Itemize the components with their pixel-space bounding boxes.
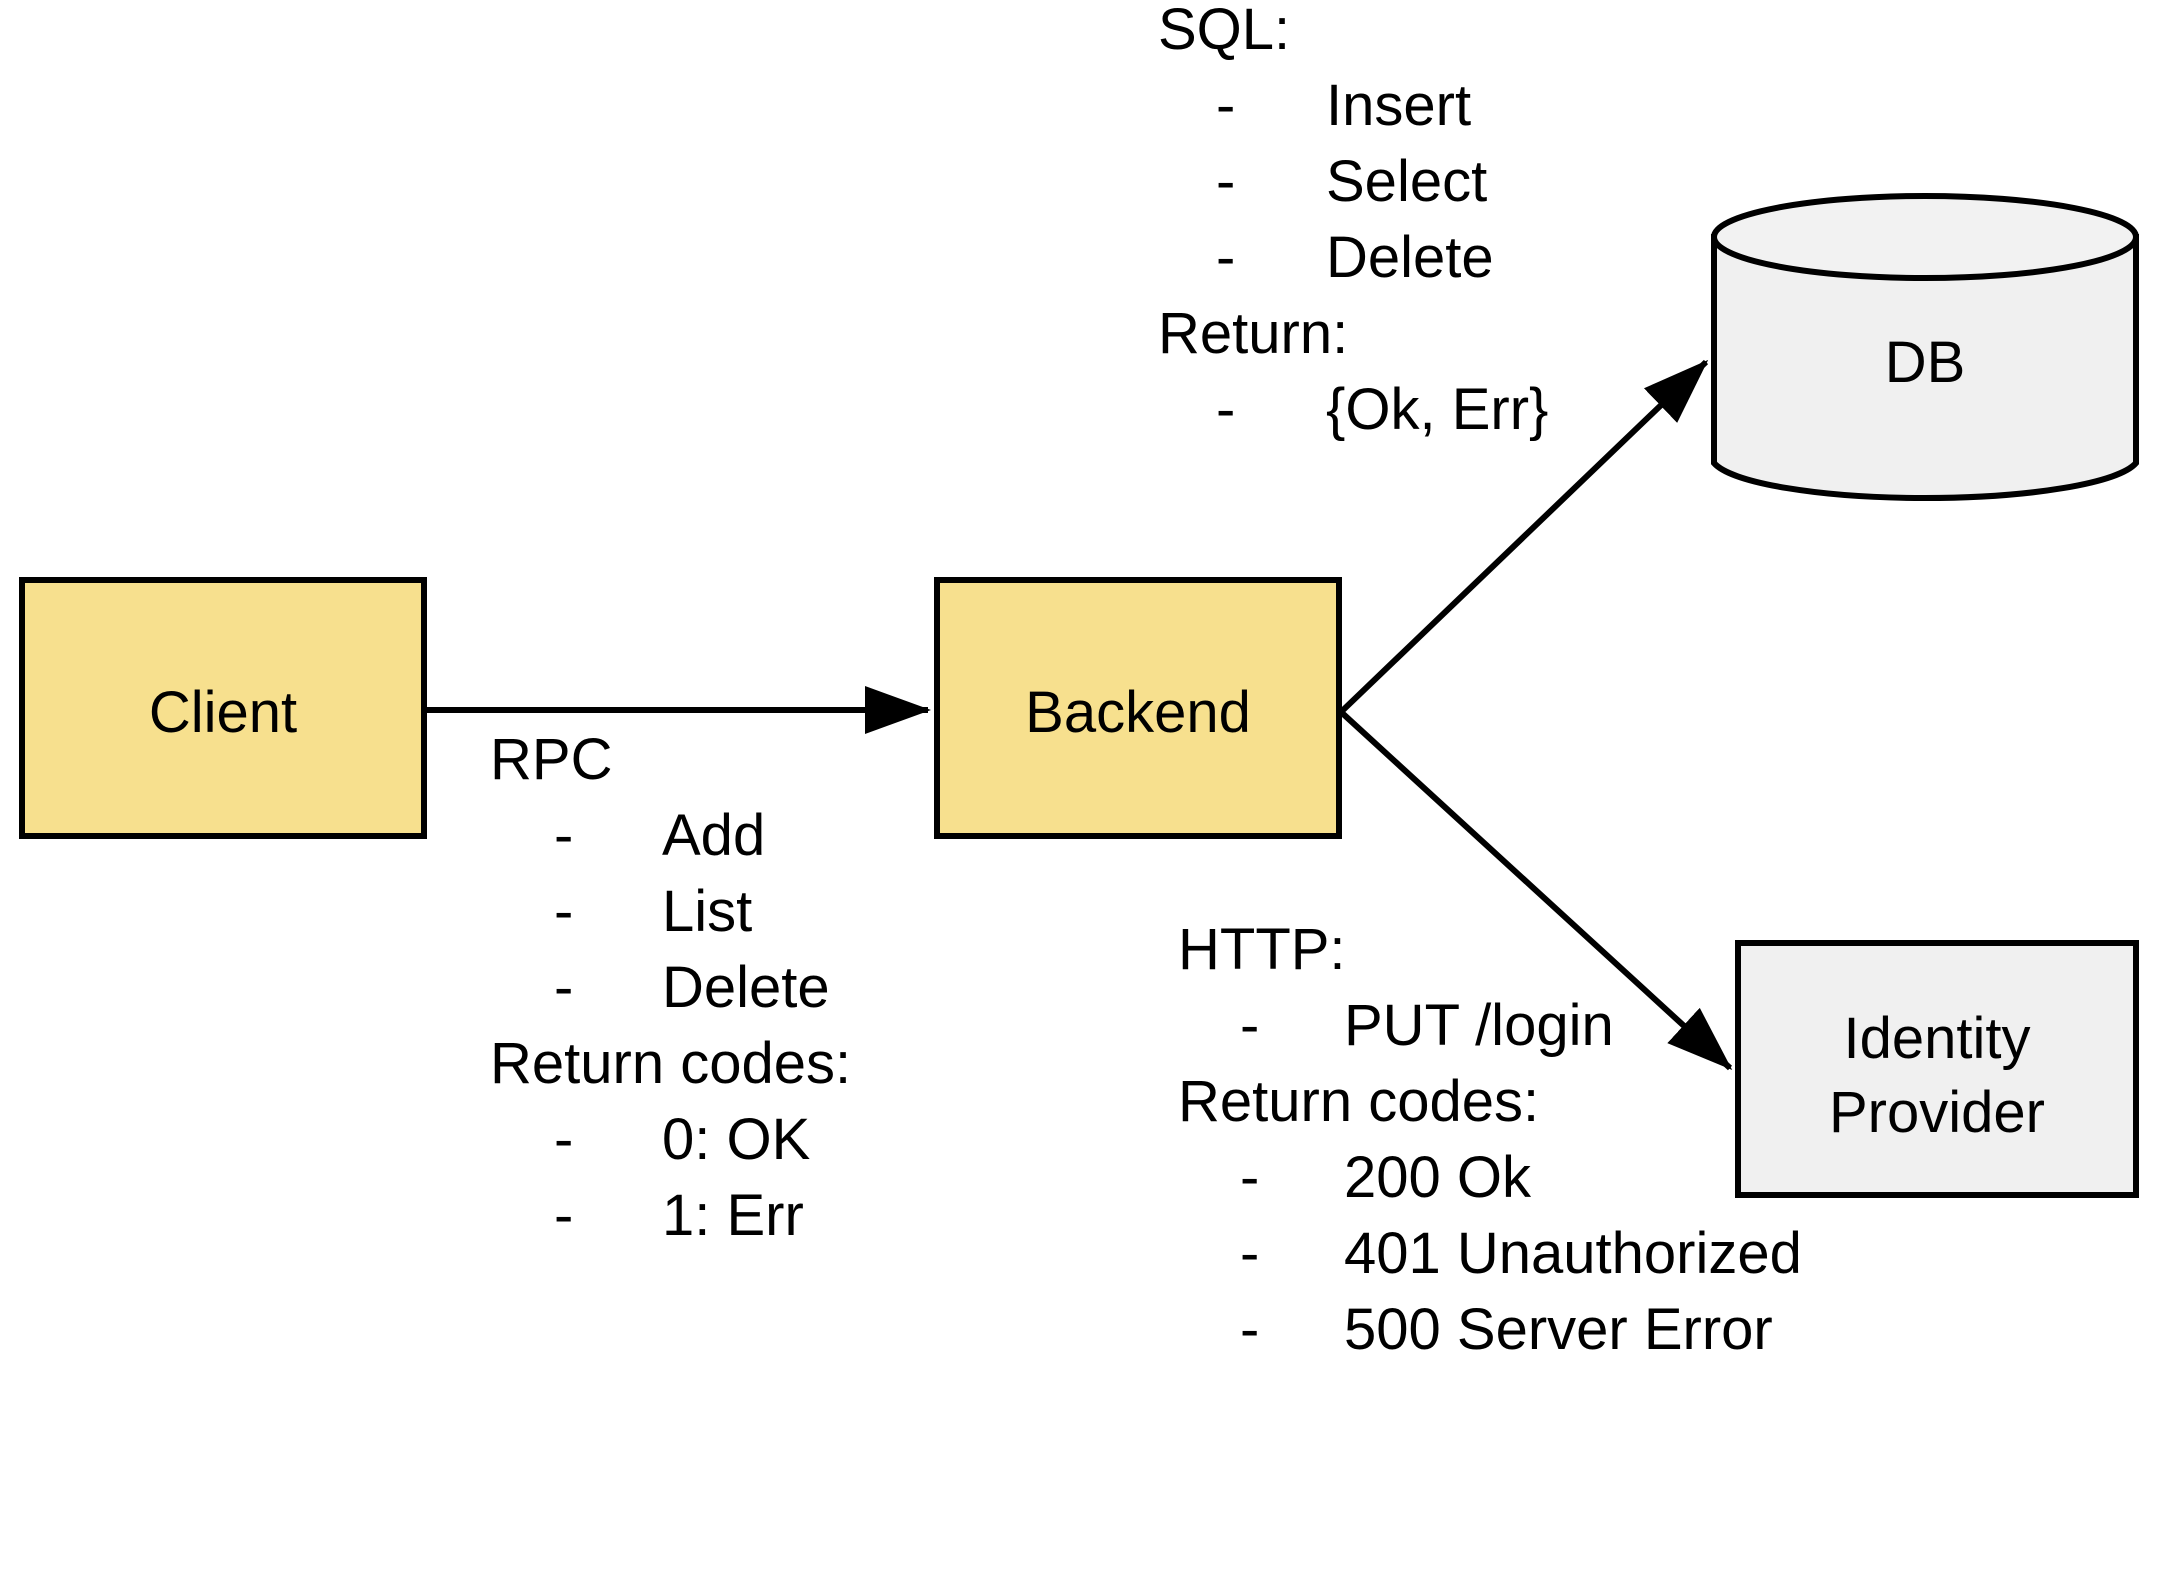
annotation-rpc-subheading: Return codes: [490,1031,852,1096]
bullet-dash-icon: - [1240,993,1260,1058]
annotation-rpc-item-label: Add [662,803,766,868]
annotation-rpc-heading: RPC [490,727,613,792]
annotation-http-subitem: - 401 Unauthorized [1178,1216,1802,1292]
bullet-dash-icon: - [554,955,574,1020]
annotation-rpc-item: - List [490,874,851,950]
annotation-sql-item-label: Insert [1326,73,1472,138]
bullet-dash-icon: - [554,879,574,944]
node-label-backend: Backend [1025,680,1251,745]
bullet-dash-icon: - [1216,377,1236,442]
annotation-http-subitem-label: 500 Server Error [1344,1297,1773,1362]
node-label-db: DB [1884,330,1966,395]
annotation-http-subitem-label: 401 Unauthorized [1344,1221,1802,1286]
bullet-dash-icon: - [1216,73,1236,138]
annotation-rpc: RPC - Add - List - Delete Return codes: … [490,722,851,1254]
annotation-http-subitem-label: 200 Ok [1344,1145,1531,1210]
annotation-sql-subheading: Return: [1158,301,1349,366]
annotation-rpc-subitem-label: 0: OK [662,1107,811,1172]
annotation-rpc-item: - Add [490,798,851,874]
annotation-sql: SQL: - Insert - Select - Delete Return: … [1158,0,1548,448]
node-label-client: Client [148,680,298,745]
bullet-dash-icon: - [1240,1221,1260,1286]
edge-backend-to-identity-provider [1338,709,1733,1071]
edge-backend-to-db [1338,359,1709,715]
node-db-shape[interactable] [1711,193,2139,501]
annotation-sql-subitem: - {Ok, Err} [1158,372,1548,448]
annotation-rpc-item-label: Delete [662,955,830,1020]
diagram-shapes-layer [19,193,2139,1198]
annotation-http-item: - PUT /login [1178,988,1614,1064]
annotation-rpc-item: - Delete [490,950,851,1026]
node-label-identity-provider: Identity Provider [1829,1006,2045,1145]
architecture-diagram: Client Backend DB Identity Provider SQL:… [19,0,2139,1368]
annotation-sql-item-label: Delete [1326,225,1494,290]
annotation-http-subheading: Return codes: [1178,1069,1540,1134]
bullet-dash-icon: - [1240,1145,1260,1210]
bullet-dash-icon: - [1240,1297,1260,1362]
node-client-shape[interactable] [19,577,427,839]
annotation-rpc-subitem-label: 1: Err [662,1183,804,1248]
node-backend-shape[interactable] [934,577,1342,839]
bullet-dash-icon: - [554,1107,574,1172]
node-identity-provider-shape[interactable] [1735,940,2139,1198]
annotation-rpc-subitem: - 0: OK [490,1102,851,1178]
annotation-sql-heading: SQL: [1158,0,1291,62]
annotation-http-item-label: PUT /login [1344,993,1614,1058]
annotation-http-subitem: - 200 Ok [1178,1140,1539,1216]
bullet-dash-icon: - [554,1183,574,1248]
annotation-sql-item: - Select [1158,144,1487,220]
annotation-http-subitem: - 500 Server Error [1178,1292,1773,1368]
annotation-sql-item-label: Select [1326,149,1488,214]
bullet-dash-icon: - [1216,225,1236,290]
annotation-sql-item: - Insert [1158,68,1471,144]
annotation-http: HTTP: - PUT /login Return codes: - 200 O… [1178,912,1802,1368]
annotation-rpc-subitem: - 1: Err [490,1178,851,1254]
bullet-dash-icon: - [1216,149,1236,214]
annotation-sql-subitem-label: {Ok, Err} [1326,377,1549,442]
bullet-dash-icon: - [554,803,574,868]
annotation-http-heading: HTTP: [1178,917,1346,982]
annotation-rpc-item-label: List [662,879,753,944]
annotation-sql-item: - Delete [1158,220,1494,296]
